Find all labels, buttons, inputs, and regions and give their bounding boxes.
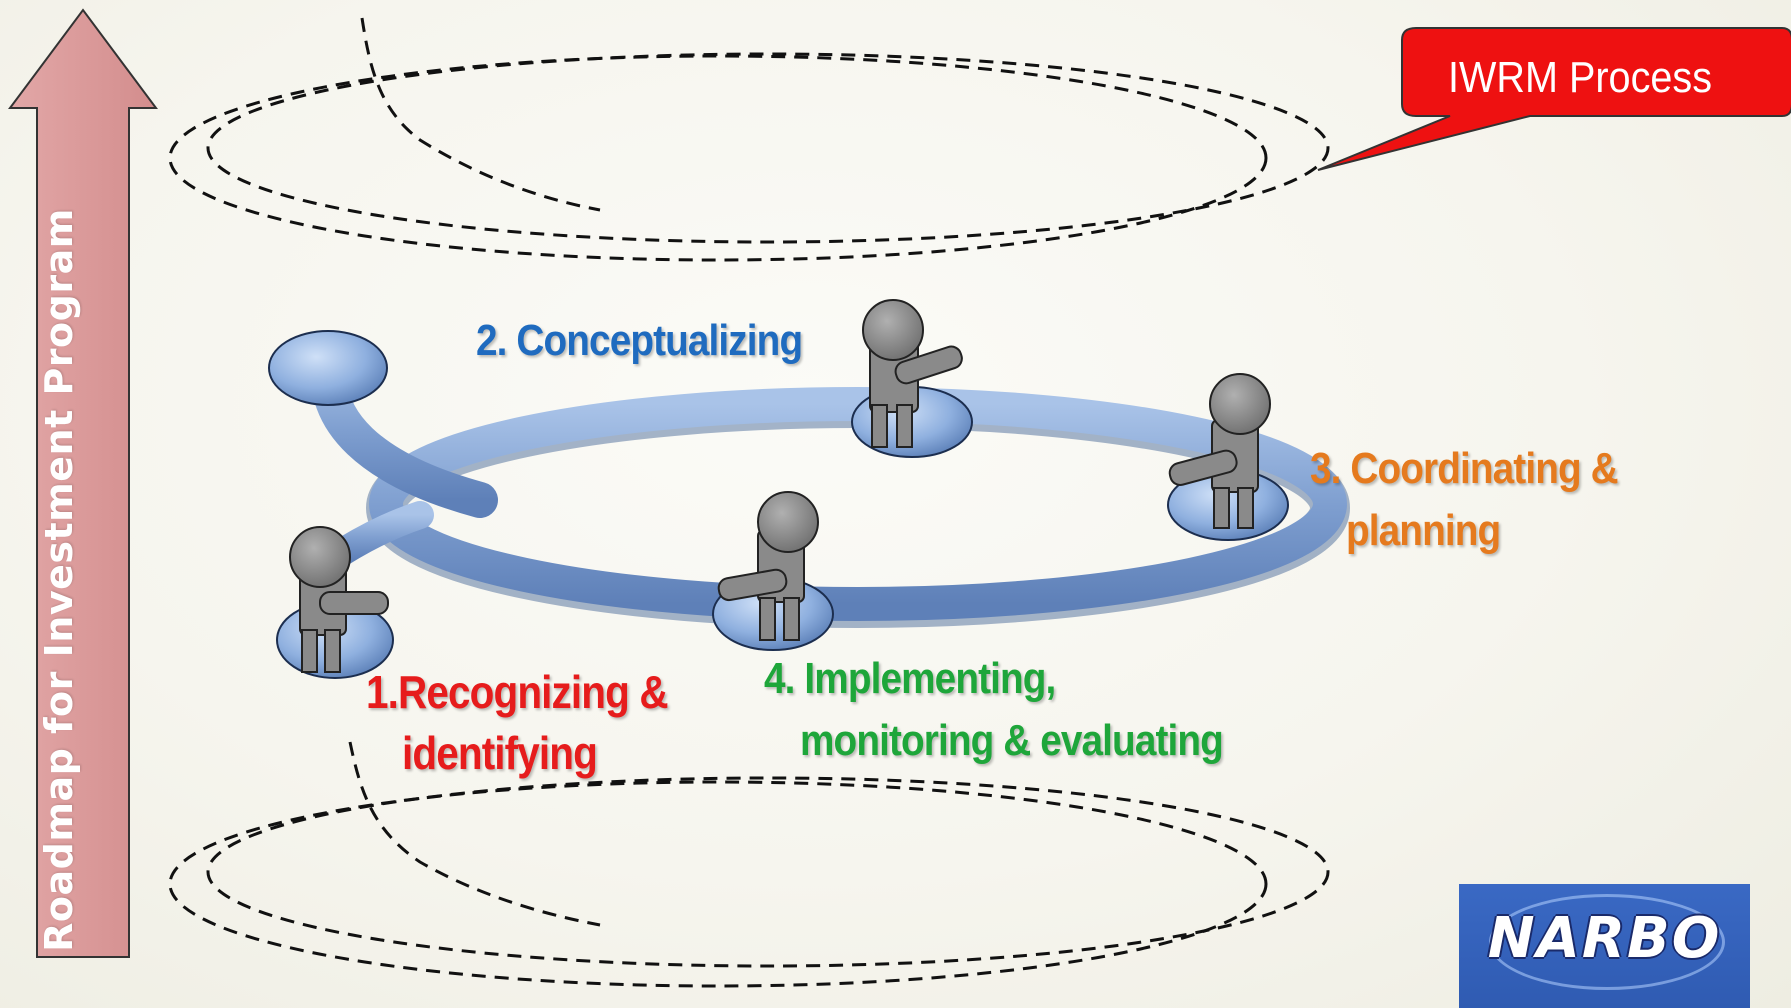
process-ring [310, 342, 1350, 628]
figure-step-2 [851, 299, 973, 458]
figure-step-3 [1167, 373, 1289, 541]
step-4-label-line1: 4. Implementing, [764, 654, 1056, 703]
logo-ring [1489, 894, 1725, 990]
callout-label: IWRM Process [1447, 53, 1713, 102]
figure-step-1 [276, 526, 394, 679]
narbo-logo: NARBO [1459, 884, 1750, 1008]
step-1-label-line2: identifying [402, 727, 598, 779]
step-3-label-line1: 3. Coordinating & [1310, 444, 1619, 493]
logo-text: NARBO [1487, 906, 1722, 971]
roadmap-arrow [8, 8, 158, 958]
step-4-label-line2: monitoring & evaluating [800, 716, 1224, 765]
step-2-label: 2. Conceptualizing [476, 316, 803, 365]
lower-dashed-spiral [168, 741, 1330, 988]
step-1-label-line1: 1.Recognizing & [366, 666, 669, 718]
figure-step-4 [712, 491, 834, 651]
upper-dashed-spiral [168, 17, 1330, 262]
roadmap-label: Roadmap for Investment Program [37, 208, 81, 952]
step-3-label-line2: planning [1346, 506, 1501, 555]
start-disc [268, 330, 388, 406]
callout-box [1317, 27, 1791, 171]
